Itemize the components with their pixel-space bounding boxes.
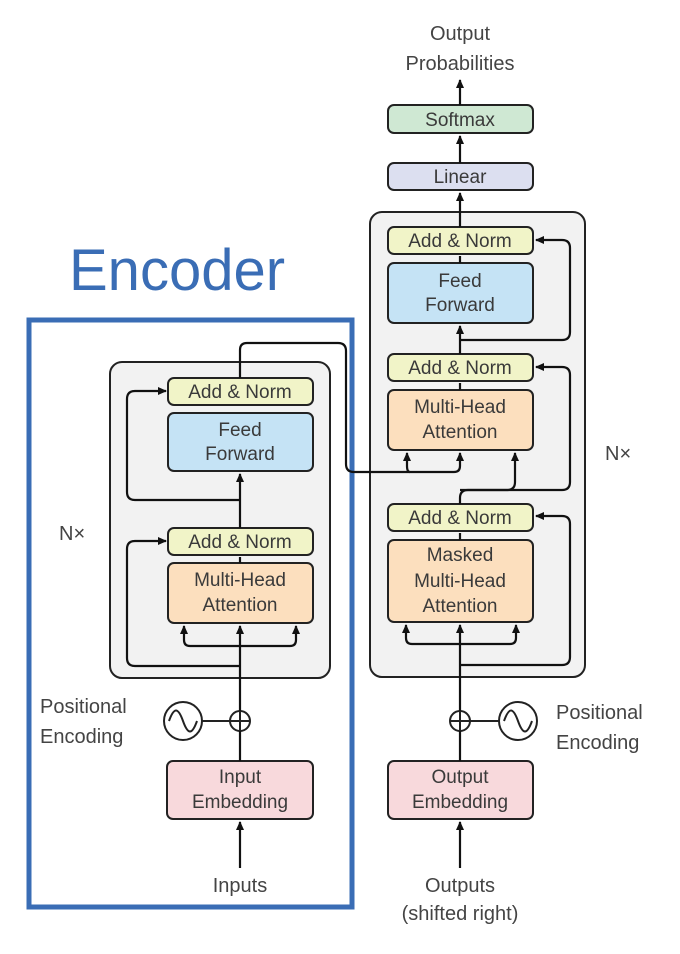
encoder-title: Encoder: [69, 238, 285, 303]
decoder-positional-encoding-label-line2: Encoding: [556, 732, 639, 754]
encoder-mha-label-line2: Attention: [203, 595, 278, 616]
outputs-label-line2: (shifted right): [402, 903, 519, 925]
encoder-feed-forward-box: [167, 412, 314, 472]
decoder-feed-forward-label-line1: Feed: [438, 271, 481, 292]
output-embedding-label-line1: Output: [431, 767, 489, 788]
decoder-nx-label: N×: [605, 443, 631, 465]
outputs-label-line1: Outputs: [425, 875, 495, 897]
decoder-add-norm-2-label: Add & Norm: [408, 358, 511, 379]
decoder-add-norm-3-label: Add & Norm: [408, 231, 511, 252]
inputs-label: Inputs: [213, 875, 267, 897]
softmax-label: Softmax: [425, 110, 495, 131]
encoder-add-norm-2-label: Add & Norm: [188, 382, 291, 403]
decoder-mha-label-line2: Attention: [423, 422, 498, 443]
input-embedding-label-line1: Input: [219, 767, 262, 788]
decoder-positional-encoding-icon: [498, 701, 538, 741]
decoder-feed-forward-label-line2: Forward: [425, 295, 495, 316]
decoder-mha-label-line1: Multi-Head: [414, 397, 506, 418]
decoder-add-norm-1-label: Add & Norm: [408, 508, 511, 529]
encoder-flow-arrows: [125, 341, 464, 868]
output-probabilities-label-line1: Output: [430, 23, 490, 45]
encoder-positional-encoding-icon: [163, 701, 203, 741]
output-embedding-label-line2: Embedding: [412, 792, 508, 813]
encoder-add-symbol: [229, 710, 251, 732]
encoder-nx-label: N×: [59, 523, 85, 545]
encoder-positional-encoding-label-line1: Positional: [40, 696, 127, 718]
input-embedding-label-line2: Embedding: [192, 792, 288, 813]
encoder-positional-encoding-label-line2: Encoding: [40, 726, 123, 748]
decoder-masked-mha-label-line1: Masked: [427, 545, 494, 566]
decoder-masked-mha-label-line3: Attention: [423, 596, 498, 617]
decoder-positional-encoding-label-line1: Positional: [556, 702, 643, 724]
decoder-flow-arrows: [402, 79, 572, 868]
decoder-add-symbol: [449, 710, 471, 732]
output-probabilities-label-line2: Probabilities: [406, 53, 515, 75]
encoder-feed-forward-label-line1: Feed: [218, 420, 261, 441]
decoder-masked-mha-label-line2: Multi-Head: [414, 571, 506, 592]
encoder-mha-label-line1: Multi-Head: [194, 570, 286, 591]
encoder-add-norm-1-label: Add & Norm: [188, 532, 291, 553]
linear-label: Linear: [434, 167, 487, 188]
encoder-frame: [26, 317, 355, 910]
encoder-feed-forward-label-line2: Forward: [205, 444, 275, 465]
